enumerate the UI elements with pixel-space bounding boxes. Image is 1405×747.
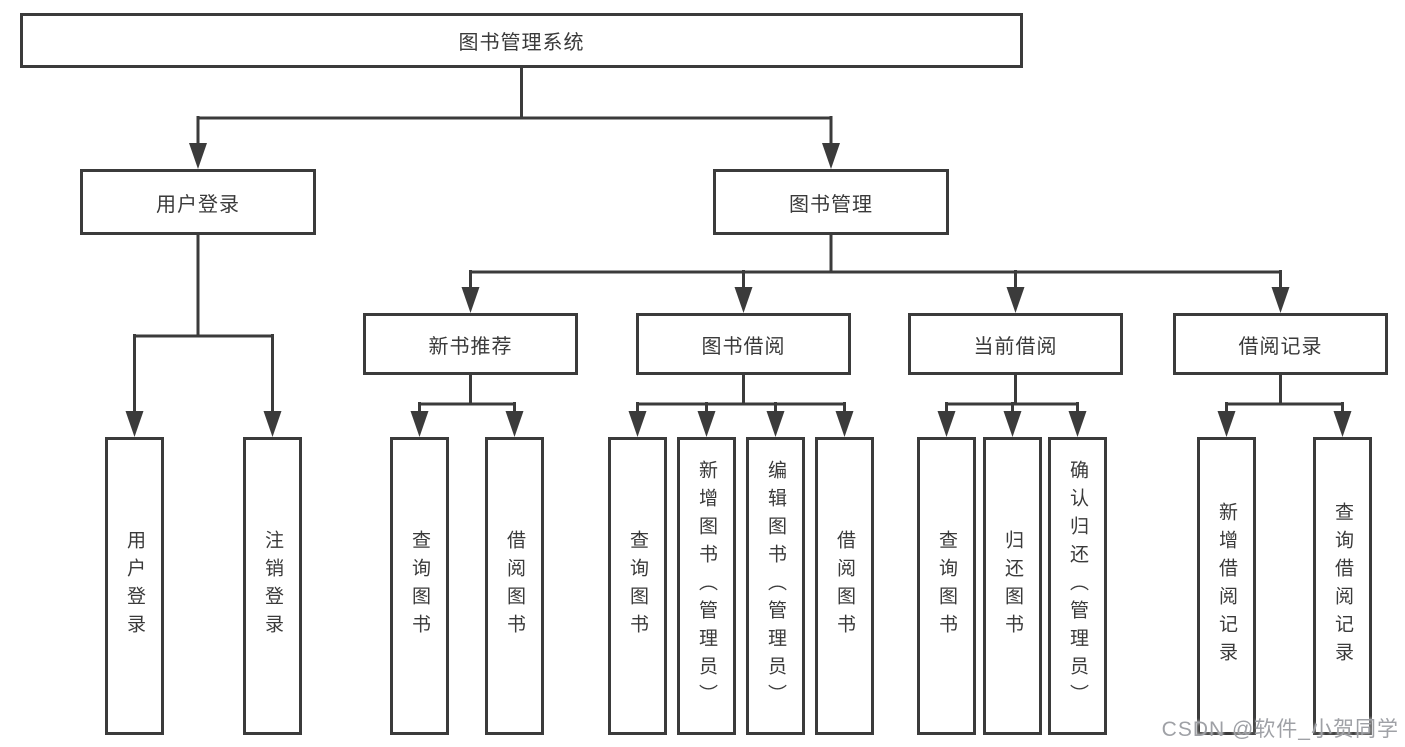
arrow-down-icon — [125, 411, 144, 437]
node-label: 查询借阅记录 — [1332, 502, 1353, 670]
leaf-add-book-admin: 新增图书（管理员） — [677, 437, 736, 735]
leaf-add-borrow-record: 新增借阅记录 — [1197, 437, 1256, 735]
leaf-query-books-borrowing: 查询图书 — [608, 437, 667, 735]
node-label: 查询图书 — [936, 530, 957, 642]
node-label: 图书管理系统 — [458, 32, 585, 54]
arrow-down-icon — [1217, 411, 1236, 437]
arrow-down-icon — [1271, 287, 1290, 313]
leaf-query-books-current: 查询图书 — [917, 437, 976, 735]
node-label: 借阅记录 — [1238, 335, 1323, 358]
leaf-return-book: 归还图书 — [983, 437, 1042, 735]
leaf-borrow-books-recommend: 借阅图书 — [485, 437, 544, 735]
arrow-down-icon — [1006, 287, 1025, 313]
node-label: 新增借阅记录 — [1216, 502, 1237, 670]
connector-bookmgmt-to-sections — [469, 233, 1282, 290]
arrow-down-icon — [628, 411, 647, 437]
node-label: 新增图书（管理员） — [696, 460, 717, 712]
connector-newbooks-to-children — [418, 373, 516, 414]
arrow-down-icon — [189, 143, 207, 169]
connector-records-to-children — [1225, 373, 1344, 414]
node-label: 当前借阅 — [973, 335, 1058, 358]
node-label: 查询图书 — [409, 530, 430, 642]
node-label: 新书推荐 — [428, 335, 513, 358]
node-library-management-system: 图书管理系统 — [20, 13, 1023, 68]
arrow-down-icon — [1068, 411, 1087, 437]
arrow-down-icon — [1333, 411, 1352, 437]
node-label: 借阅图书 — [834, 530, 855, 642]
node-label: 借阅图书 — [504, 530, 525, 642]
arrow-down-icon — [410, 411, 429, 437]
connector-borrowing-to-children — [636, 373, 846, 414]
arrow-down-icon — [697, 411, 716, 437]
arrow-down-icon — [263, 411, 282, 437]
leaf-query-borrow-record: 查询借阅记录 — [1313, 437, 1372, 735]
node-book-borrowing: 图书借阅 — [636, 313, 851, 375]
node-borrowing-records: 借阅记录 — [1173, 313, 1388, 375]
node-label: 用户登录 — [124, 530, 145, 642]
node-label: 图书借阅 — [701, 335, 786, 358]
leaf-edit-book-admin: 编辑图书（管理员） — [746, 437, 805, 735]
node-label: 确认归还（管理员） — [1067, 460, 1088, 712]
connector-root-to-level2 — [196, 66, 833, 146]
node-label: 注销登录 — [262, 530, 283, 642]
leaf-user-login: 用户登录 — [105, 437, 164, 735]
node-book-management: 图书管理 — [713, 169, 949, 235]
leaf-borrow-books-borrowing: 借阅图书 — [815, 437, 874, 735]
arrow-down-icon — [766, 411, 785, 437]
node-user-login-branch: 用户登录 — [80, 169, 316, 235]
arrow-down-icon — [734, 287, 753, 313]
arrow-down-icon — [835, 411, 854, 437]
node-label: 归还图书 — [1002, 530, 1023, 642]
connector-current-to-children — [945, 373, 1079, 414]
arrow-down-icon — [937, 411, 956, 437]
node-current-borrowing: 当前借阅 — [908, 313, 1123, 375]
leaf-confirm-return-admin: 确认归还（管理员） — [1048, 437, 1107, 735]
node-label: 查询图书 — [627, 530, 648, 642]
arrow-down-icon — [505, 411, 524, 437]
leaf-query-books-recommend: 查询图书 — [390, 437, 449, 735]
connector-userlogin-to-children — [133, 233, 274, 413]
node-label: 用户登录 — [156, 193, 240, 216]
node-label: 图书管理 — [789, 193, 873, 216]
leaf-logout: 注销登录 — [243, 437, 302, 735]
arrow-down-icon — [461, 287, 480, 313]
arrow-down-icon — [1003, 411, 1022, 437]
arrow-down-icon — [822, 143, 840, 169]
csdn-watermark: CSDN @软件_小贺同学 — [1161, 718, 1399, 741]
node-new-book-recommendation: 新书推荐 — [363, 313, 578, 375]
node-label: 编辑图书（管理员） — [765, 460, 786, 712]
